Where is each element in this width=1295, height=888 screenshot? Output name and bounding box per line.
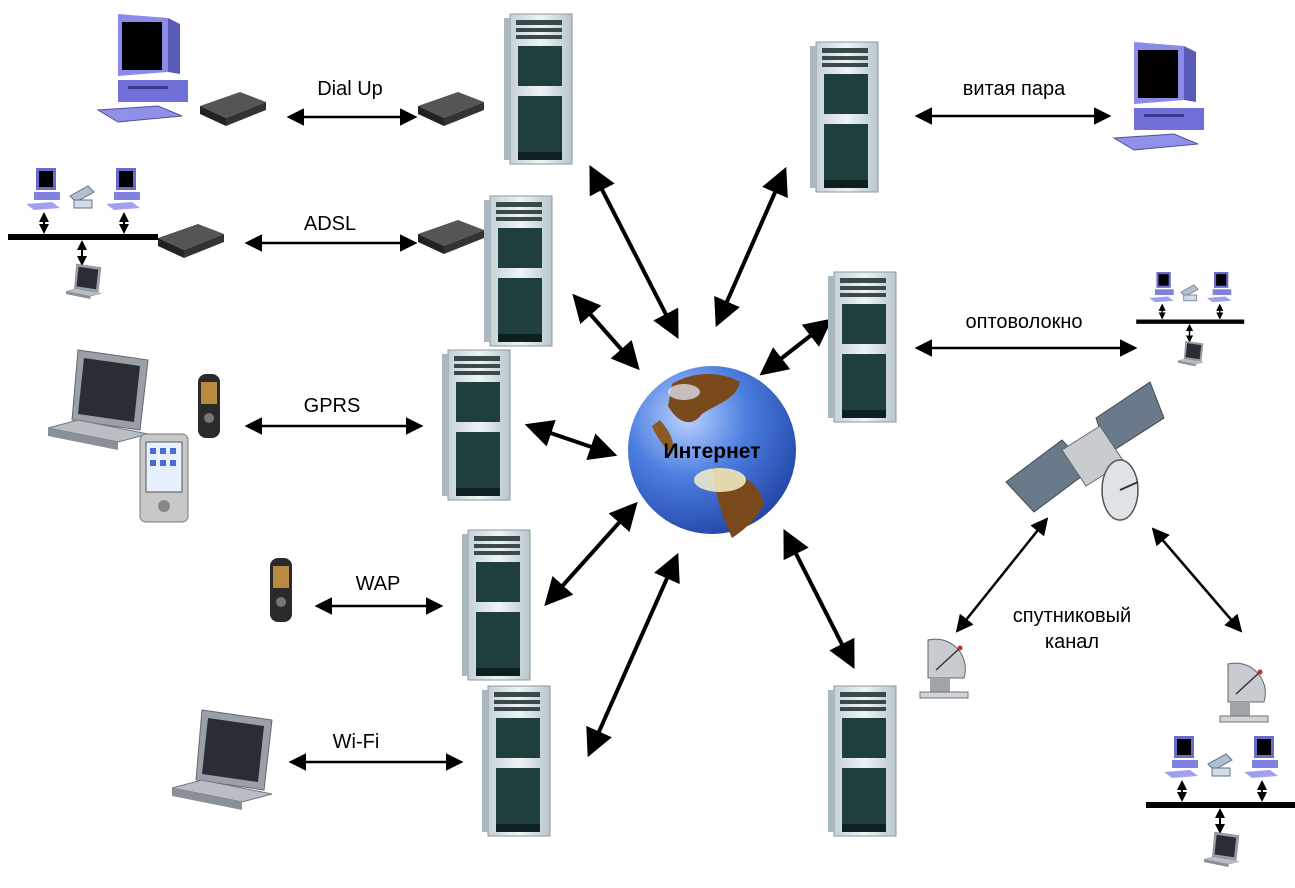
server-twisted-pair: [809, 41, 879, 193]
fiber-label: оптоволокно: [965, 311, 1082, 333]
desktop-pc-icon: [97, 13, 189, 123]
lan-cluster-icon: [1146, 736, 1295, 867]
gprs-label: GPRS: [304, 395, 361, 417]
modem-icon: [200, 92, 266, 126]
lan-cluster-icon: [1136, 272, 1244, 366]
satellite-dish-icon: [1219, 662, 1269, 723]
laptop-icon: [171, 709, 273, 811]
wap-label: WAP: [356, 573, 401, 595]
dialup-label: Dial Up: [317, 78, 383, 100]
modem-icon: [158, 224, 224, 258]
pda-icon: [139, 433, 189, 523]
satellite-icon: [1005, 381, 1165, 521]
wifi-label: Wi-Fi: [333, 731, 380, 753]
laptop-icon: [47, 349, 149, 451]
lan-cluster-icon: [8, 168, 158, 299]
mobile-phone-icon: [198, 374, 220, 438]
wifi-row: Wi-Fi: [171, 709, 464, 811]
gprs-row: GPRS: [47, 349, 424, 523]
internet-globe: Интернет: [628, 366, 796, 538]
satellite-dish-icon: [919, 638, 969, 699]
server-fiber: [827, 271, 897, 423]
mobile-phone-icon: [270, 558, 292, 622]
server-satellite: [827, 685, 897, 837]
server-wap: [461, 529, 531, 681]
globe-label: Интернет: [664, 440, 761, 463]
desktop-pc-icon: [1113, 41, 1205, 151]
adsl-label: ADSL: [304, 213, 356, 235]
modem-icon: [418, 92, 484, 126]
satellite-label-line2: канал: [1045, 631, 1099, 653]
server-adsl: [483, 195, 553, 347]
wap-row: WAP: [270, 558, 444, 622]
server-gprs: [441, 349, 511, 501]
server-wifi: [481, 685, 551, 837]
server-dialup: [503, 13, 573, 165]
adsl-row: ADSL: [8, 168, 484, 299]
dialup-row: Dial Up: [97, 13, 484, 126]
modem-icon: [418, 220, 484, 254]
twisted-pair-label: витая пара: [963, 78, 1066, 100]
globe-links: [524, 165, 855, 758]
twisted-pair-row: витая пара: [914, 41, 1205, 151]
fiber-row: оптоволокно: [914, 272, 1244, 366]
satellite-row: спутниковый канал: [919, 381, 1295, 867]
satellite-label-line1: спутниковый: [1013, 605, 1131, 627]
